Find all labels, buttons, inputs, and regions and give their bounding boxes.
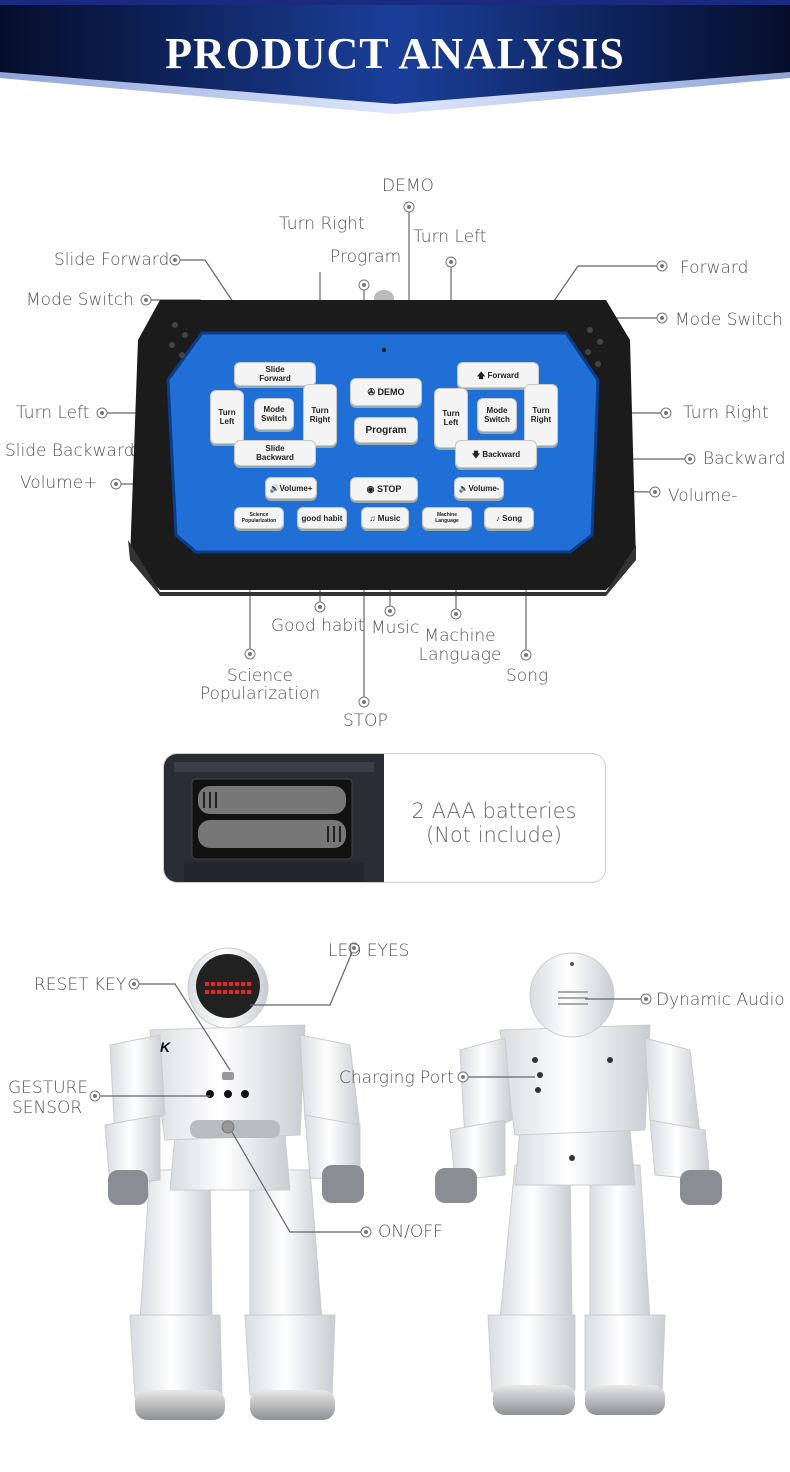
callout-turn-right: Turn Right [683, 403, 769, 423]
back-robot [435, 952, 722, 1415]
song-label: Song [502, 513, 523, 523]
callout-stop: STOP [343, 711, 388, 731]
turn-right-button-left[interactable]: Turn Right [303, 384, 337, 446]
callout-turn-left-top: Turn Left [413, 227, 487, 247]
callout-slide-backward: Slide Backward [5, 441, 135, 461]
callout-dynamic-audio: Dynamic Audio [656, 990, 785, 1010]
volume-minus-button[interactable]: 🔈Volume- [454, 477, 504, 499]
volume-plus-button[interactable]: 🔊Volume+ [265, 477, 317, 499]
callout-turn-left: Turn Left [16, 403, 90, 423]
page-title: PRODUCT ANALYSIS [165, 29, 625, 78]
robots-illustration: K [89, 942, 722, 1420]
callout-machine-language-2: Language [418, 645, 502, 665]
turn-left-button-left[interactable]: Turn Left [210, 390, 244, 444]
callout-forward: Forward [680, 258, 749, 278]
callout-reset-key: RESET KEY [34, 975, 127, 995]
battery-text-line2: (Not include) [426, 823, 562, 847]
callout-demo: DEMO [382, 176, 434, 196]
slide-backward-button[interactable]: Slide Backward [234, 440, 316, 466]
machine-language-button[interactable]: Machine Language [422, 507, 472, 529]
callout-song: Song [506, 666, 549, 686]
turn-left-button-right[interactable]: Turn Left [434, 388, 468, 448]
callout-science-2: Popularization [199, 684, 321, 704]
turn-right-button-right[interactable]: Turn Right [524, 384, 558, 446]
svg-text:K: K [160, 1039, 171, 1055]
callout-machine-language-1: Machine [424, 626, 496, 646]
callout-volume-plus: Volume+ [20, 473, 98, 493]
callout-backward: Backward [703, 449, 786, 469]
callout-mode-switch-right: Mode Switch [675, 310, 783, 330]
program-button[interactable]: Program [354, 417, 418, 443]
callout-led-eyes: LED EYES [328, 941, 410, 961]
stop-button[interactable]: ◉ STOP [350, 477, 418, 501]
forward-label: Forward [487, 370, 519, 380]
forward-button[interactable]: 🡅 Forward [457, 362, 539, 388]
volume-plus-label: Volume+ [279, 483, 313, 493]
callout-turn-right-top: Turn Right [279, 214, 365, 234]
music-label: Music [377, 513, 401, 523]
header-banner [0, 0, 790, 114]
backward-label: Backward [482, 449, 521, 459]
callout-science-1: Science [227, 666, 293, 686]
good-habit-button[interactable]: good habit [297, 507, 347, 529]
stop-label: STOP [377, 483, 402, 494]
callout-gesture-2: SENSOR [12, 1098, 83, 1118]
battery-text-line1: 2 AAA batteries [411, 799, 577, 823]
callout-good-habit: Good habit [271, 616, 365, 636]
demo-label: DEMO [377, 386, 405, 397]
science-popularization-button[interactable]: Science Popularization [234, 507, 284, 529]
battery-compartment-image [164, 754, 384, 882]
battery-info-box: 2 AAA batteries (Not include) [163, 753, 606, 883]
backward-button[interactable]: 🡇 Backward [455, 440, 537, 468]
callout-mode-switch-left: Mode Switch [26, 290, 134, 310]
callout-volume-minus: Volume- [668, 486, 738, 506]
callout-slide-forward: Slide Forward [54, 250, 170, 270]
callout-charging-port: Charging Port [339, 1068, 454, 1088]
callout-gesture-1: GESTURE [8, 1078, 89, 1098]
callout-program: Program [330, 247, 402, 267]
song-button[interactable]: ♪ Song [484, 507, 534, 529]
slide-forward-button[interactable]: Slide Forward [234, 362, 316, 386]
volume-minus-label: Volume- [468, 483, 500, 493]
demo-button[interactable]: ✇ DEMO [350, 378, 422, 406]
mode-switch-button-right[interactable]: Mode Switch [477, 398, 517, 432]
callout-on-off: ON/OFF [378, 1222, 443, 1242]
music-button[interactable]: ♫ Music [361, 507, 409, 529]
mode-switch-button-left[interactable]: Mode Switch [254, 398, 294, 430]
callout-music: Music [371, 618, 420, 638]
front-robot: K [104, 947, 364, 1420]
